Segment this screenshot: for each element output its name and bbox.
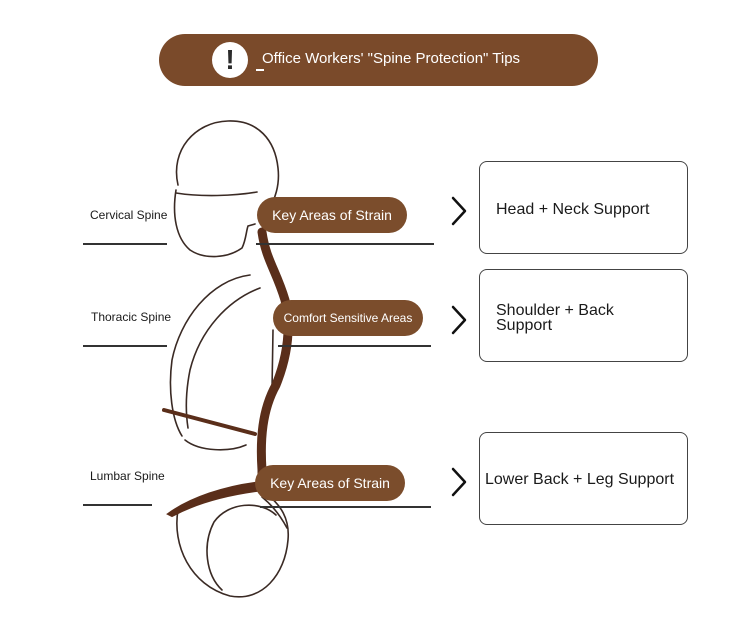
- support-label: Head + Neck Support: [496, 201, 650, 218]
- lower-back-leg-support-card: Lower Back + Leg Support: [479, 432, 688, 525]
- thoracic-spine-label: Thoracic Spine: [91, 310, 172, 324]
- head-outline: [173, 120, 280, 258]
- title-banner: ! Office Workers' "Spine Protection" Tip…: [159, 34, 598, 86]
- cervical-tag-underline: [256, 243, 434, 245]
- thoracic-tag-underline: [278, 345, 431, 347]
- cervical-spine-label: Cervical Spine: [90, 208, 168, 222]
- chevron-right-icon: [451, 305, 467, 335]
- support-label: Lower Back + Leg Support: [485, 471, 675, 488]
- exclamation-circle-icon: !: [212, 42, 248, 78]
- spine: [256, 227, 293, 493]
- pelvis: [166, 480, 266, 518]
- thoracic-comfort-tag: Comfort Sensitive Areas: [273, 300, 423, 336]
- lumbar-tag-underline: [260, 506, 431, 508]
- chevron-right-icon: [451, 467, 467, 497]
- banner-title: Office Workers' "Spine Protection" Tips: [255, 50, 521, 71]
- torso-inner: [185, 287, 261, 429]
- face-line: [175, 191, 258, 197]
- torso-lower: [184, 439, 247, 451]
- lumbar-strain-tag: Key Areas of Strain: [255, 465, 405, 501]
- hip-outline: [176, 494, 290, 598]
- chevron-right-icon: [451, 196, 467, 226]
- back-line: [271, 329, 274, 391]
- arm: [162, 408, 257, 436]
- support-label: Shoulder + Back Support: [496, 302, 614, 334]
- cervical-label-underline: [83, 243, 167, 245]
- cervical-strain-tag: Key Areas of Strain: [257, 197, 407, 233]
- thoracic-label-underline: [83, 345, 167, 347]
- lumbar-label-underline: [83, 504, 152, 506]
- head-neck-support-card: Head + Neck Support: [479, 161, 688, 254]
- thigh-outline: [206, 504, 277, 591]
- lumbar-spine-label: Lumbar Spine: [90, 469, 165, 483]
- shoulder-back-support-card: Shoulder + Back Support: [479, 269, 688, 362]
